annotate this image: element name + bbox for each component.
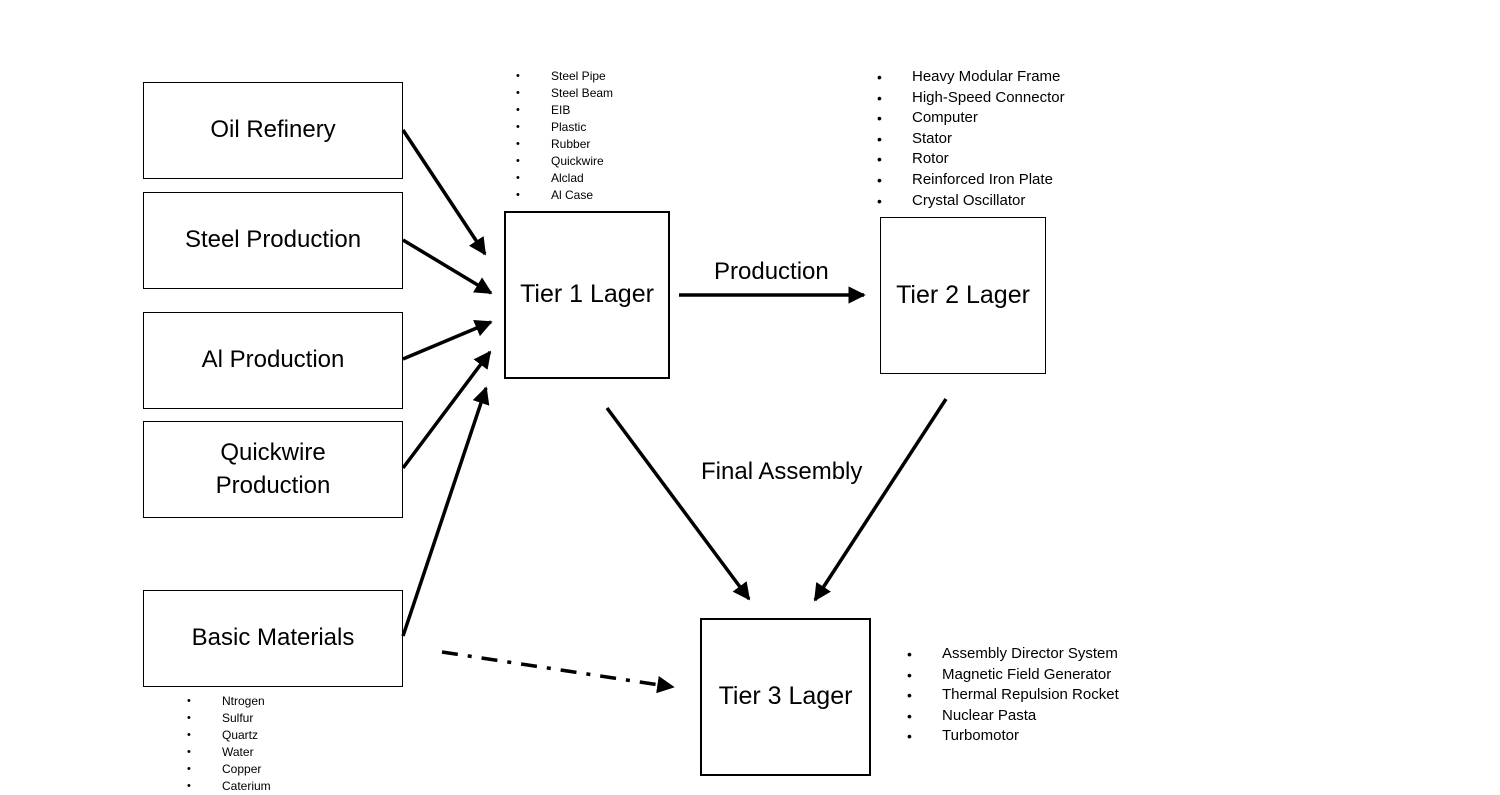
tier1-item: Alclad [516, 170, 613, 187]
tier1-item: Steel Pipe [516, 68, 613, 85]
tier2-item: Heavy Modular Frame [877, 67, 1065, 88]
arrow-basic-to-tier1 [401, 386, 490, 637]
tier3-lager-label: Tier 3 Lager [718, 682, 853, 711]
tier3-item: Turbomotor [907, 726, 1119, 747]
basic-materials-label: Basic Materials [191, 624, 355, 652]
tier2-lager-label: Tier 2 Lager [896, 280, 1030, 309]
steel-production-box: Steel Production [143, 192, 403, 289]
tier1-item: Plastic [516, 119, 613, 136]
basic-materials-item-list: Ntrogen Sulfur Quartz Water Copper Cater… [187, 693, 271, 795]
tier1-item: Steel Beam [516, 85, 613, 102]
tier2-item: High-Speed Connector [877, 88, 1065, 109]
basic-material-item: Sulfur [187, 710, 271, 727]
tier1-lager-label: Tier 1 Lager [520, 280, 654, 309]
tier2-item: Computer [877, 108, 1065, 129]
oil-refinery-label: Oil Refinery [210, 116, 336, 144]
tier1-lager-box: Tier 1 Lager [504, 211, 670, 379]
tier1-item-list: Steel Pipe Steel Beam EIB Plastic Rubber… [516, 68, 613, 204]
basic-material-item: Quartz [187, 727, 271, 744]
tier2-lager-box: Tier 2 Lager [880, 217, 1046, 374]
tier2-item: Stator [877, 129, 1065, 150]
tier2-item: Reinforced Iron Plate [877, 170, 1065, 191]
tier2-item: Rotor [877, 149, 1065, 170]
tier3-item: Nuclear Pasta [907, 706, 1119, 727]
basic-materials-box: Basic Materials [143, 590, 403, 687]
quickwire-production-label: Quickwire Production [216, 437, 331, 502]
dashed-arrow-basic-to-tier3 [441, 650, 675, 694]
arrow-oil-to-tier1 [401, 129, 487, 256]
quickwire-label-line1: Quickwire [220, 439, 326, 467]
tier3-lager-box: Tier 3 Lager [700, 618, 871, 776]
basic-material-item: Ntrogen [187, 693, 271, 710]
tier1-item: Rubber [516, 136, 613, 153]
tier1-item: EIB [516, 102, 613, 119]
tier3-item: Assembly Director System [907, 644, 1119, 665]
basic-material-item: Copper [187, 761, 271, 778]
oil-refinery-box: Oil Refinery [143, 82, 403, 179]
arrow-steel-to-tier1 [402, 238, 493, 295]
quickwire-production-box: Quickwire Production [143, 421, 403, 518]
arrow-tier1-to-tier3 [605, 406, 751, 601]
tier2-item: Crystal Oscillator [877, 191, 1065, 212]
tier3-item: Magnetic Field Generator [907, 665, 1119, 686]
al-production-box: Al Production [143, 312, 403, 409]
arrow-quickwire-to-tier1 [401, 350, 492, 470]
production-edge-label: Production [714, 258, 829, 285]
basic-material-item: Water [187, 744, 271, 761]
tier1-item: Al Case [516, 187, 613, 204]
tier3-item: Thermal Repulsion Rocket [907, 685, 1119, 706]
steel-production-label: Steel Production [184, 226, 362, 254]
tier1-item: Quickwire [516, 153, 613, 170]
al-production-label: Al Production [201, 346, 345, 374]
quickwire-label-line2: Production [215, 471, 331, 499]
final-assembly-edge-label: Final Assembly [701, 458, 863, 485]
arrow-tier2-to-tier3 [813, 398, 948, 602]
tier2-item-list: Heavy Modular Frame High-Speed Connector… [877, 67, 1065, 211]
arrow-al-to-tier1 [402, 320, 493, 361]
tier3-item-list: Assembly Director System Magnetic Field … [907, 644, 1119, 747]
basic-material-item: Caterium [187, 778, 271, 795]
